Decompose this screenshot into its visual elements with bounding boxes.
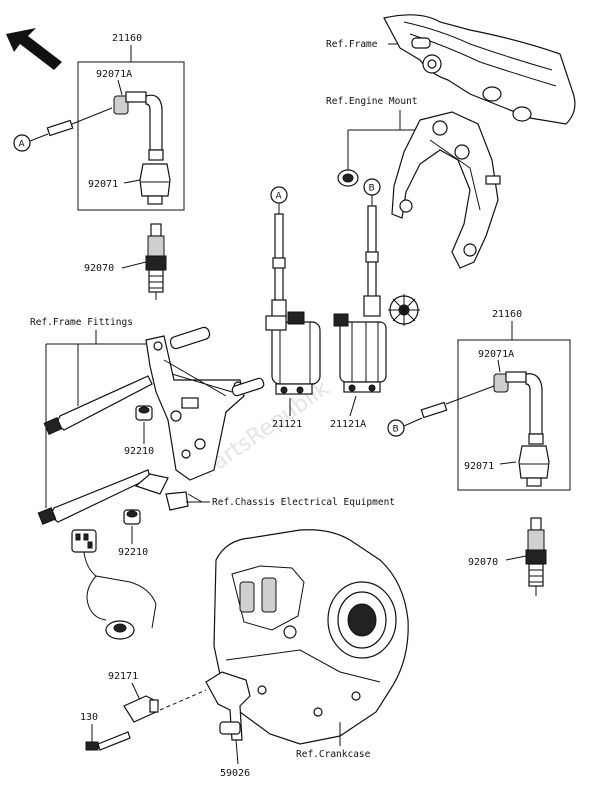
part-21160-top: 21160	[112, 33, 142, 44]
connector-plug	[71, 529, 97, 553]
part-21121A: 21121A	[330, 419, 366, 430]
wire-end-a-left	[46, 119, 74, 137]
ref-chassis-electrical: Ref.Chassis Electrical Equipment	[212, 497, 395, 508]
wire-end-b-right	[420, 401, 448, 419]
part-92210-b: 92210	[118, 547, 148, 558]
part-59026: 59026	[220, 768, 250, 779]
plug-cap-top	[113, 91, 164, 161]
spark-plug-top	[145, 223, 167, 300]
boot-seal-top	[139, 163, 171, 205]
part-92071-top: 92071	[88, 179, 118, 190]
bracket-spacer	[169, 326, 265, 397]
long-bolt-lower	[37, 469, 151, 525]
ignition-coil-21121	[265, 311, 321, 395]
ref-engine-mount: Ref.Engine Mount	[326, 96, 418, 107]
part-92071A-top: 92071A	[96, 69, 132, 80]
part-92070-right: 92070	[468, 557, 498, 568]
svg-text:B: B	[369, 184, 375, 194]
coil-mounting-bracket	[145, 335, 245, 481]
clamp-92171	[123, 695, 159, 723]
engine-mount-bracket	[391, 111, 499, 269]
spark-plug-right	[525, 517, 547, 596]
long-bolt-upper	[43, 375, 153, 435]
part-21160-right: 21160	[492, 309, 522, 320]
crankcase-outline	[213, 529, 409, 745]
ref-frame: Ref.Frame	[326, 39, 378, 50]
part-130: 130	[80, 712, 98, 723]
ref-frame-fittings: Ref.Frame Fittings	[30, 317, 133, 328]
plug-cap-right	[493, 371, 544, 445]
part-92071-right: 92071	[464, 461, 494, 472]
boot-seal-right	[518, 445, 550, 487]
part-92070-top: 92070	[84, 263, 114, 274]
frame-outline	[383, 14, 576, 125]
gear-logo-icon	[388, 294, 420, 326]
ignition-coil-21121A	[333, 313, 387, 393]
nut-92210-a	[135, 405, 153, 421]
direction-arrow-icon	[6, 28, 62, 70]
coil-wire-b	[363, 205, 381, 317]
pulser-cover-gasket	[205, 671, 251, 741]
ref-crankcase: Ref.Crankcase	[296, 749, 371, 760]
svg-text:A: A	[19, 140, 26, 150]
part-92171: 92171	[108, 671, 138, 682]
part-21121: 21121	[272, 419, 302, 430]
mount-nut	[337, 169, 359, 187]
part-92210-a: 92210	[124, 446, 154, 457]
mount-bolts	[482, 86, 532, 185]
marker-a-left: A	[13, 134, 31, 152]
svg-text:B: B	[393, 425, 399, 435]
marker-b-right: B	[387, 419, 405, 437]
cap-group-box-right	[457, 339, 571, 491]
chassis-clip	[134, 473, 189, 511]
svg-text:A: A	[276, 192, 283, 202]
crank-sensor-cap	[105, 620, 135, 640]
marker-b-top: B	[363, 178, 381, 196]
nut-92210-b	[123, 509, 141, 525]
bolt-130	[85, 731, 131, 751]
marker-a-top: A	[270, 186, 288, 204]
part-92071A-right: 92071A	[478, 349, 514, 360]
coil-wire-a	[271, 213, 287, 319]
